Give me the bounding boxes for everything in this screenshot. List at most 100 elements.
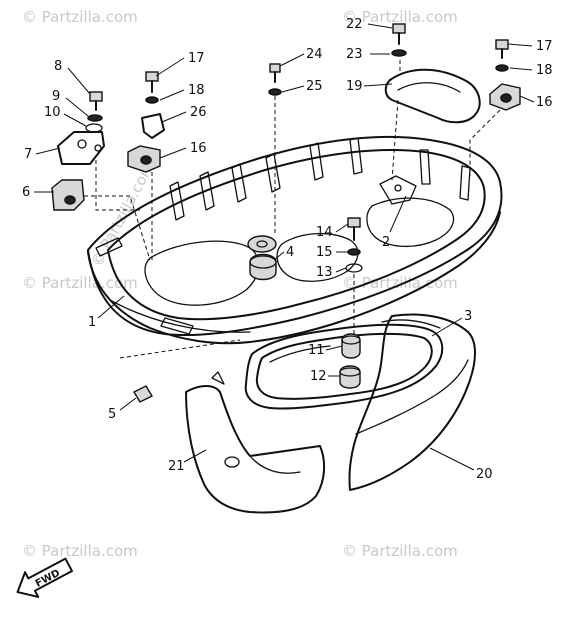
- leader-18-left: [159, 89, 185, 101]
- washer-23: [391, 49, 407, 57]
- callout-26: 26: [190, 105, 207, 120]
- callout-25: 25: [306, 79, 323, 94]
- side-cover-20-crease: [355, 359, 469, 435]
- callout-5: 5: [108, 407, 116, 422]
- seal-inner: [255, 332, 433, 400]
- watermark-top-left: © Partzilla.com: [22, 8, 138, 26]
- grommet-16-right-hole: [500, 93, 512, 103]
- washer-15: [347, 248, 361, 256]
- leader-8: [67, 67, 91, 95]
- callout-18-left: 18: [188, 83, 205, 98]
- bottom-cowling: [87, 135, 503, 345]
- bolt-17-left-head: [145, 71, 159, 82]
- callout-16-right: 16: [536, 95, 553, 110]
- fwd-arrow-shape: [16, 557, 74, 598]
- assembly-line-16-right: [469, 109, 501, 176]
- bolt-17-right-head: [495, 39, 509, 50]
- leader-22: [367, 23, 393, 29]
- seal-inner-edge: [269, 345, 331, 363]
- cowling-skirt: [87, 211, 501, 345]
- grommet-lower-top: [249, 255, 277, 269]
- bolt-8-head: [89, 91, 103, 102]
- cowling-skirt-fold: [109, 299, 251, 333]
- leader-13: [335, 267, 347, 273]
- leader-17-right: [507, 43, 533, 47]
- watermark-mid-right: © Partzilla.com: [342, 274, 458, 292]
- rib-tab: [309, 142, 324, 181]
- washer-25: [268, 88, 282, 96]
- leader-7: [35, 147, 61, 155]
- rib-tab: [459, 165, 471, 201]
- washer-10: [85, 123, 103, 133]
- side-cover-21-tab: [211, 371, 225, 385]
- rib-tab: [349, 137, 363, 175]
- watermark-bottom-right: © Partzilla.com: [342, 542, 458, 560]
- assembly-line-19: [391, 99, 399, 181]
- leader-10: [63, 113, 87, 127]
- leader-18-right: [509, 67, 533, 71]
- clip-26: [141, 113, 165, 139]
- washer-18-left: [145, 96, 159, 104]
- leader-5: [119, 397, 137, 411]
- assembly-line-7: [95, 160, 140, 211]
- leader-24: [279, 53, 305, 67]
- fwd-label: FWD: [34, 568, 62, 590]
- callout-15: 15: [316, 245, 333, 260]
- grommet-11-top: [341, 335, 361, 345]
- leader-2: [389, 195, 407, 233]
- bolt-14-head: [347, 217, 361, 228]
- fwd-arrow: FWD: [16, 557, 74, 598]
- cowling-inner-rim: [107, 149, 486, 321]
- plate-19: [384, 68, 481, 124]
- callout-2: 2: [382, 235, 390, 250]
- leader-20: [429, 447, 475, 471]
- callout-12: 12: [310, 369, 327, 384]
- leader-11: [325, 345, 343, 351]
- nose-slot: [95, 237, 123, 257]
- bolt-22-head: [392, 23, 406, 34]
- rib-tab: [265, 153, 281, 193]
- side-cover-21-crease: [249, 455, 301, 474]
- bracket-7-hole-2: [94, 144, 102, 152]
- side-cover-20: [348, 313, 476, 491]
- grommet-12: [339, 365, 361, 389]
- leader-16-left: [159, 147, 187, 159]
- skirt-slot: [160, 317, 194, 335]
- watermark-bottom-left: © Partzilla.com: [22, 542, 138, 560]
- rib-tab: [231, 163, 247, 203]
- watermark-top-right: © Partzilla.com: [342, 8, 458, 26]
- grommet-11: [341, 333, 361, 359]
- leader-19: [363, 83, 393, 87]
- leader-16-right: [519, 95, 535, 103]
- leader-3: [431, 317, 463, 337]
- bolt-8: [89, 91, 103, 111]
- callout-24: 24: [306, 47, 323, 62]
- leader-lines: [34, 23, 535, 471]
- assembly-line-5: [119, 339, 241, 359]
- callout-1: 1: [88, 315, 96, 330]
- callout-17-right: 17: [536, 39, 553, 54]
- grommet-upper: [247, 235, 277, 253]
- leader-9: [65, 97, 89, 117]
- assembly-line-6: [84, 195, 151, 261]
- rib-tab: [199, 171, 215, 211]
- seal-outer: [244, 323, 444, 410]
- cowling-floor-pan-2: [276, 232, 359, 282]
- plate-19-edge: [397, 82, 461, 93]
- callout-10: 10: [44, 105, 61, 120]
- side-cover-20-lip: [381, 319, 441, 329]
- cowling-floor-pan: [144, 240, 260, 306]
- leader-25: [281, 85, 305, 93]
- callout-labels: 8 9 10 7 6 17 18 26 16 24 25 22 23 19 17…: [22, 17, 553, 482]
- grommet-lower: [249, 253, 277, 281]
- mount-grommets: [247, 235, 277, 281]
- washer-9: [87, 114, 103, 122]
- leader-17-left: [155, 57, 185, 77]
- rib-tab: [419, 149, 431, 185]
- callout-11: 11: [308, 343, 325, 358]
- callout-21: 21: [168, 459, 185, 474]
- cowling-floor-pan-3: [366, 197, 455, 248]
- callout-23: 23: [346, 47, 363, 62]
- washer-18-right: [495, 64, 509, 72]
- grommet-12-top: [339, 367, 361, 377]
